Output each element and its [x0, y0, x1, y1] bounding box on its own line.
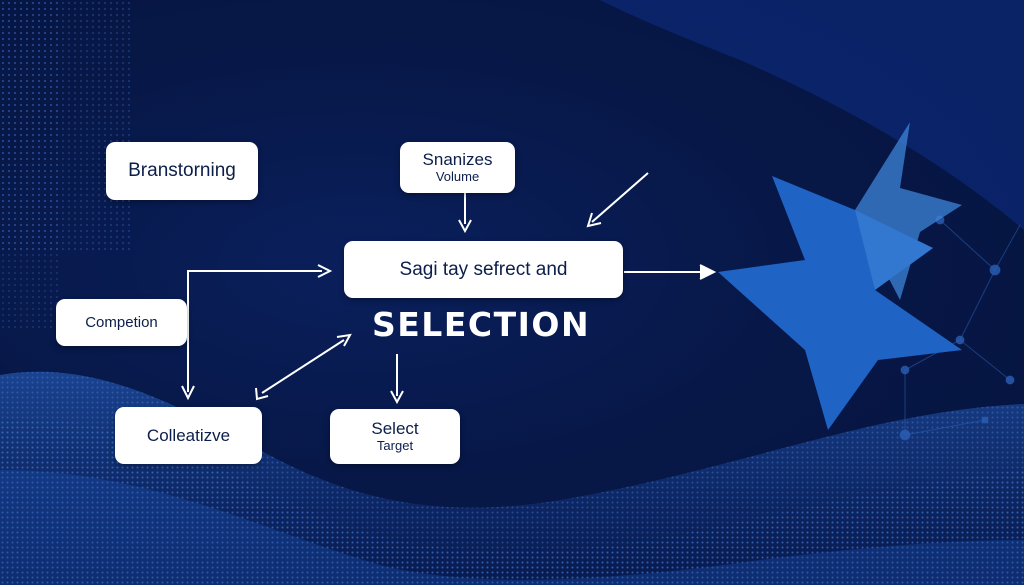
node-brainstorming: Branstorning [106, 142, 258, 200]
wave-mesh-graphic [0, 371, 1024, 585]
node-competition-label: Competion [85, 313, 158, 331]
selection-heading: SELECTION [372, 305, 591, 344]
background-sweep [600, 0, 1024, 230]
network-graphic [899, 215, 1021, 441]
node-competition: Competion [56, 299, 187, 346]
arrow-collab-main [261, 339, 345, 394]
node-collaborative-label: Colleatizve [146, 425, 231, 445]
node-synthesizes-title: Snanizes [422, 150, 493, 170]
arrow-diagonal-top [591, 172, 649, 223]
node-select-sub: Target [376, 437, 414, 453]
node-main: Sagi tay sefrect and [344, 241, 623, 298]
dot-grid-graphic [0, 0, 130, 330]
node-synthesizes: Snanizes Volume [400, 142, 515, 193]
node-select: Select Target [330, 409, 460, 464]
node-main-label: Sagi tay sefrect and [399, 258, 568, 280]
node-select-title: Select [371, 419, 419, 439]
node-collaborative: Colleatizve [115, 407, 262, 464]
star-graphic [718, 122, 962, 430]
node-synthesizes-sub: Volume [435, 168, 480, 184]
connector-arrows [181, 172, 717, 405]
node-brainstorming-label: Branstorning [128, 160, 236, 182]
arrow-bracket-to-main [187, 270, 322, 392]
